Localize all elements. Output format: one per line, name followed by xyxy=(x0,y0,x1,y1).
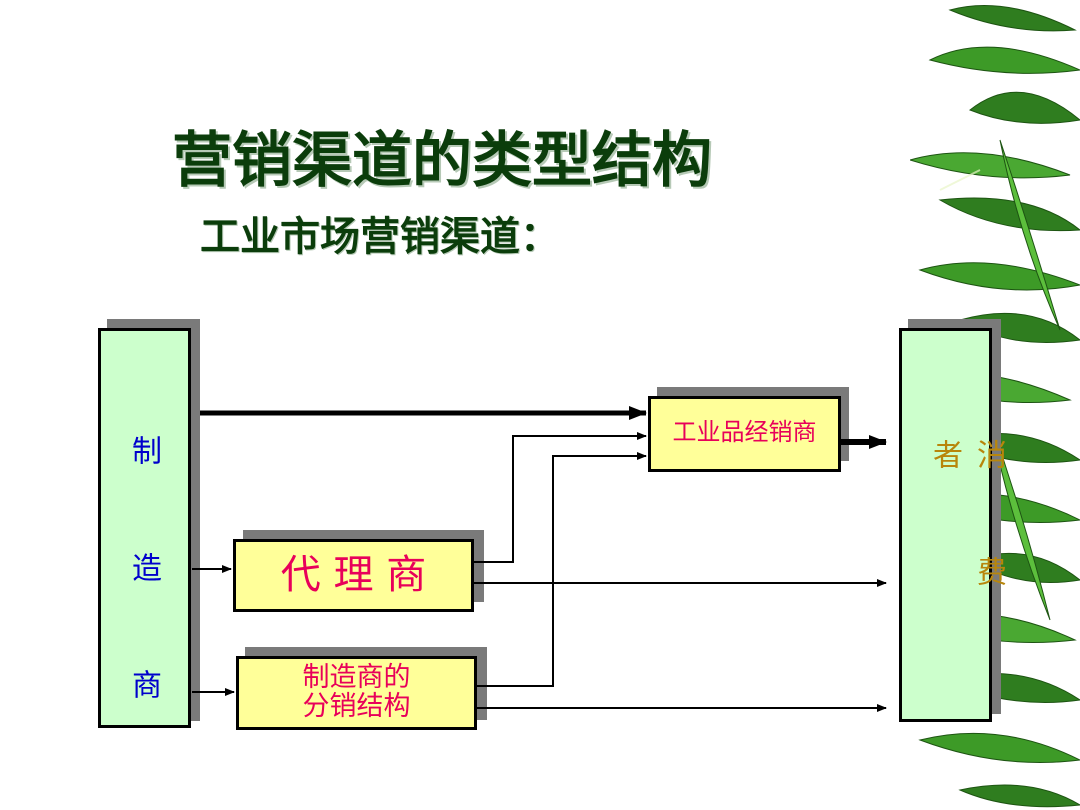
arrow-agent-to-distributor xyxy=(474,432,647,563)
slide-subtitle: 工业市场营销渠道： xyxy=(200,213,560,260)
slide-title: 营销渠道的类型结构 xyxy=(172,126,712,196)
manufacturer-label: 制 造 商 xyxy=(126,435,161,725)
consumer-box: 消 费 者 xyxy=(899,328,1006,722)
consumer-label: 消 费 者 xyxy=(927,439,1006,612)
agent-box: 代 理 商 xyxy=(233,539,474,612)
branch-label: 制造商的 分销结构 xyxy=(302,662,411,722)
agent-label: 代 理 商 xyxy=(280,552,427,598)
distributor-box: 工业品经销商 xyxy=(648,396,841,472)
distributor-label: 工业品经销商 xyxy=(672,418,817,446)
branch-box: 制造商的 分销结构 xyxy=(236,656,477,730)
manufacturer-box: 制 造 商 xyxy=(98,328,191,728)
arrow-branch-to-distributor xyxy=(477,452,647,687)
